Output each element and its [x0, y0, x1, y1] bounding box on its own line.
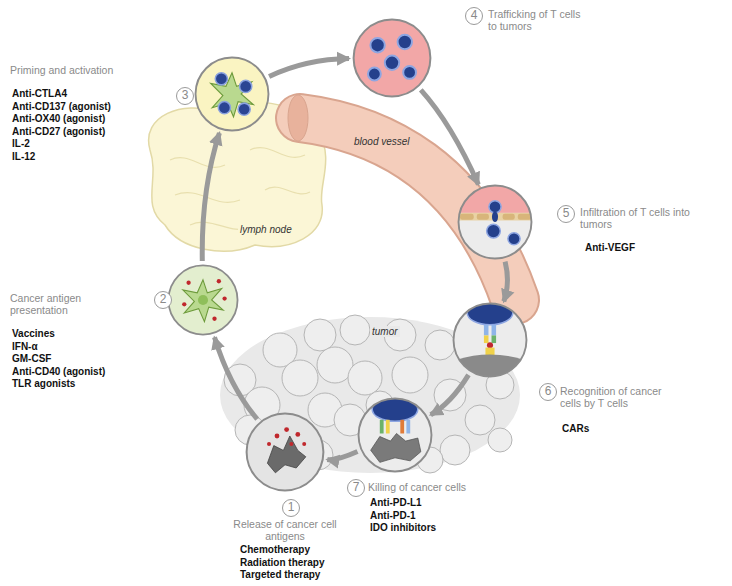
therapy-name: Radiation therapy: [240, 557, 324, 570]
callout-number: 3: [176, 87, 194, 105]
callout-number: 7: [347, 479, 365, 497]
therapy-name: IL-2: [12, 138, 30, 151]
step-illustration: [245, 412, 325, 492]
step-heading: Trafficking of T cells to tumors: [488, 8, 588, 32]
step-heading: Cancer antigen presentation: [10, 292, 100, 316]
therapy-name: Anti-CD40 (agonist): [12, 366, 105, 379]
therapy-name: Anti-CTLA4: [12, 88, 67, 101]
callout-number: 5: [557, 205, 575, 223]
cycle-arrow: [504, 262, 508, 302]
therapy-name: Anti-PD-1: [370, 510, 416, 523]
step-illustration: [452, 302, 528, 378]
step-illustration: [352, 18, 432, 98]
step-illustration: [357, 397, 433, 473]
step-circle: 1Release of cancer cell antigensChemothe…: [245, 412, 325, 492]
therapy-name: Anti-PD-L1: [370, 497, 422, 510]
step-heading: Priming and activation: [10, 64, 180, 76]
cycle-arrow: [327, 452, 357, 460]
step-circle: 5Infiltration of T cells into tumorsAnti…: [457, 184, 533, 260]
cycle-arrow: [431, 375, 469, 415]
cycle-arrow: [202, 133, 219, 261]
step-heading: Killing of cancer cells: [368, 481, 518, 493]
step-heading: Infiltration of T cells into tumors: [580, 206, 705, 230]
step-circle: 4Trafficking of T cells to tumors: [352, 18, 432, 98]
step-heading: Release of cancer cell antigens: [230, 518, 340, 542]
therapy-name: Anti-VEGF: [585, 242, 635, 255]
callout-number: 1: [282, 499, 300, 517]
therapy-name: Anti-CD27 (agonist): [12, 126, 105, 139]
therapy-name: Vaccines: [12, 328, 55, 341]
step-illustration: [194, 56, 270, 132]
region-label: lymph node: [238, 224, 294, 235]
therapy-name: TLR agonists: [12, 378, 75, 391]
callout-number: 6: [539, 383, 557, 401]
therapy-name: GM-CSF: [12, 353, 51, 366]
step-illustration: [167, 264, 239, 336]
therapy-name: Targeted therapy: [240, 569, 320, 582]
cycle-arrow: [421, 90, 479, 185]
therapy-name: IDO inhibitors: [370, 522, 436, 535]
callout-number: 2: [154, 291, 172, 309]
step-circle: 3Priming and activationAnti-CTLA4Anti-CD…: [194, 56, 270, 132]
region-label: tumor: [370, 326, 400, 337]
region-label: blood vessel: [352, 136, 412, 147]
therapy-name: CARs: [562, 423, 589, 436]
cycle-arrow: [269, 59, 349, 77]
therapy-name: Chemotherapy: [240, 544, 310, 557]
step-circle: 2Cancer antigen presentationVaccinesIFN-…: [167, 264, 239, 336]
callout-number: 4: [465, 7, 483, 25]
step-heading: Recognition of cancer cells by T cells: [560, 385, 675, 409]
step-circle: 6Recognition of cancer cells by T cellsC…: [452, 302, 528, 378]
therapy-name: Anti-OX40 (agonist): [12, 113, 105, 126]
step-circle: 7Killing of cancer cellsAnti-PD-L1Anti-P…: [357, 397, 433, 473]
therapy-name: IFN-α: [12, 341, 38, 354]
therapy-name: IL-12: [12, 151, 35, 164]
step-illustration: [457, 184, 533, 260]
cycle-arrow: [215, 337, 258, 419]
therapy-name: Anti-CD137 (agonist): [12, 101, 111, 114]
